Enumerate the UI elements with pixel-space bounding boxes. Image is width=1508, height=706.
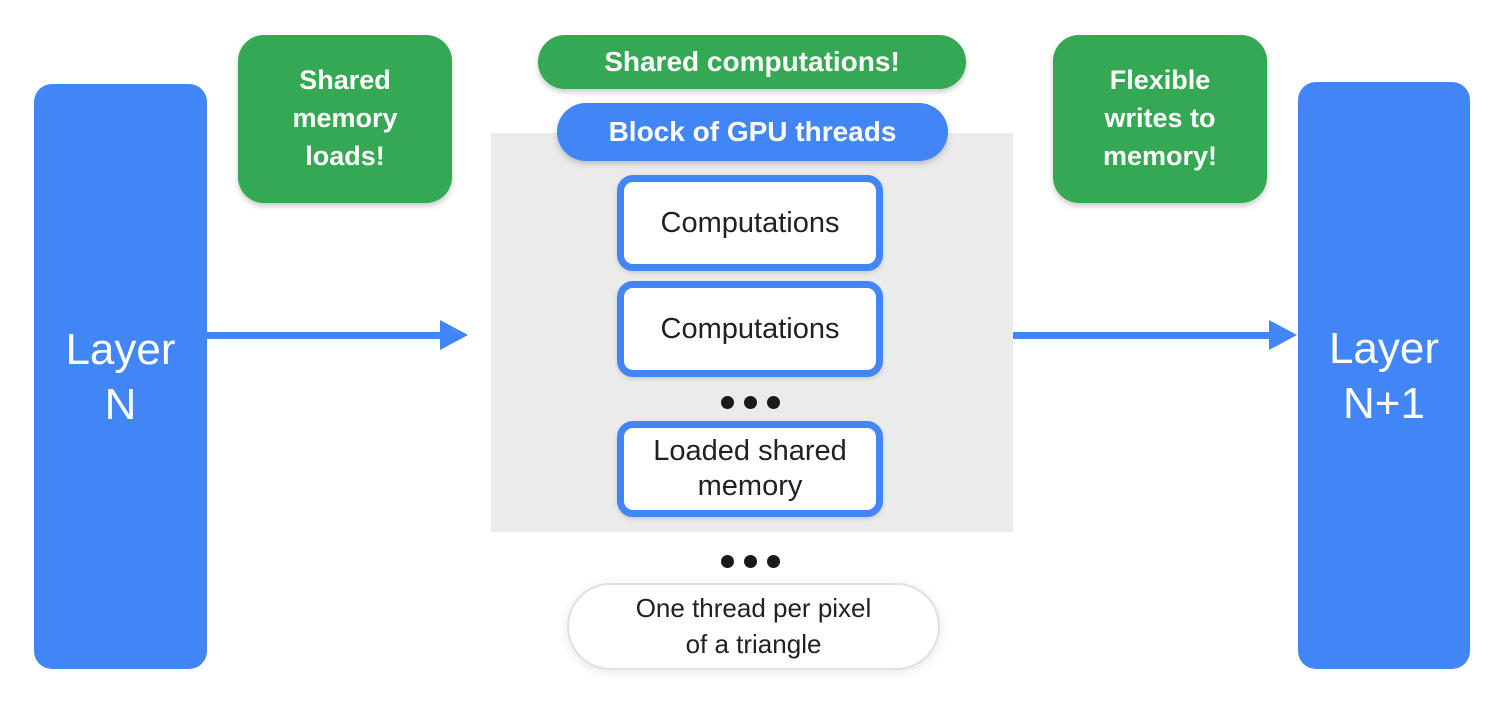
- callout-shared-memory-loads-label: Shared memory loads!: [292, 65, 398, 171]
- ellipsis-dots-icon: [721, 555, 780, 568]
- arrow-right-icon: [207, 332, 441, 339]
- computations-box-1: Computations: [617, 175, 883, 271]
- dot: [744, 396, 757, 409]
- dot: [767, 396, 780, 409]
- callout-shared-computations: Shared computations!: [538, 35, 966, 89]
- layer-n-label: Layer N: [65, 324, 176, 429]
- arrow-right-head-icon: [1269, 320, 1297, 350]
- callout-flexible-writes-label: Flexible writes to memory!: [1102, 65, 1218, 171]
- computations-box-2: Computations: [617, 281, 883, 377]
- layer-n-block: Layer N: [34, 84, 207, 669]
- footer-note-pill: One thread per pixel of a triangle: [567, 583, 940, 670]
- callout-shared-computations-label: Shared computations!: [604, 46, 900, 77]
- loaded-shared-memory-box: Loaded shared memory: [617, 421, 883, 517]
- layer-n-plus-1-label: Layer N+1: [1328, 323, 1440, 428]
- dot: [721, 396, 734, 409]
- dot: [721, 555, 734, 568]
- computations-box-1-label: Computations: [660, 206, 840, 239]
- loaded-shared-memory-label: Loaded shared memory: [653, 435, 847, 502]
- arrow-right-icon: [1013, 332, 1270, 339]
- callout-flexible-writes: Flexible writes to memory!: [1053, 35, 1267, 203]
- footer-note-label: One thread per pixel of a triangle: [635, 593, 872, 659]
- dot: [767, 555, 780, 568]
- gpu-block-header-pill: Block of GPU threads: [557, 103, 948, 161]
- gpu-block-header-label: Block of GPU threads: [608, 116, 897, 147]
- ellipsis-dots-icon: [721, 396, 780, 409]
- callout-shared-memory-loads: Shared memory loads!: [238, 35, 452, 203]
- layer-n-plus-1-block: Layer N+1: [1298, 82, 1470, 669]
- computations-box-2-label: Computations: [660, 312, 840, 345]
- arrow-right-head-icon: [440, 320, 468, 350]
- dot: [744, 555, 757, 568]
